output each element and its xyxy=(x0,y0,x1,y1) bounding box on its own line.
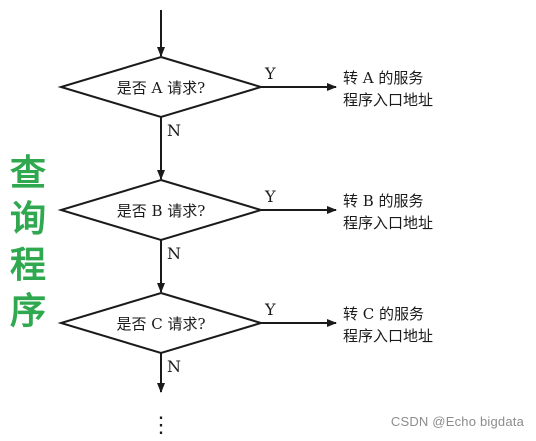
target-text-line2: 程序入口地址 xyxy=(343,91,433,109)
watermark: CSDN @Echo bigdata xyxy=(390,414,524,429)
no-label: N xyxy=(167,357,181,376)
no-label: N xyxy=(167,121,181,140)
decision-question: 是否 C 请求? xyxy=(116,315,205,333)
yes-label: Y xyxy=(264,300,276,319)
no-label: N xyxy=(167,244,181,263)
target-text-line2: 程序入口地址 xyxy=(343,214,433,232)
target-text-line1: 转 B 的服务 xyxy=(343,192,424,210)
target-text-line1: 转 C 的服务 xyxy=(343,305,424,323)
decision-question: 是否 A 请求? xyxy=(117,79,205,97)
yes-label: Y xyxy=(264,187,276,206)
target-text-line2: 程序入口地址 xyxy=(343,327,433,345)
yes-label: Y xyxy=(264,64,276,83)
side-label-char: 查 xyxy=(9,152,46,194)
decision-question: 是否 B 请求? xyxy=(117,202,206,220)
target-text-line1: 转 A 的服务 xyxy=(343,69,423,87)
continuation-dots: ⋮ xyxy=(150,413,172,438)
side-label-polling-program: 查 询 程 序 xyxy=(8,150,48,334)
side-label-char: 序 xyxy=(9,290,46,332)
side-label-char: 程 xyxy=(9,244,46,286)
side-label-char: 询 xyxy=(9,198,46,240)
